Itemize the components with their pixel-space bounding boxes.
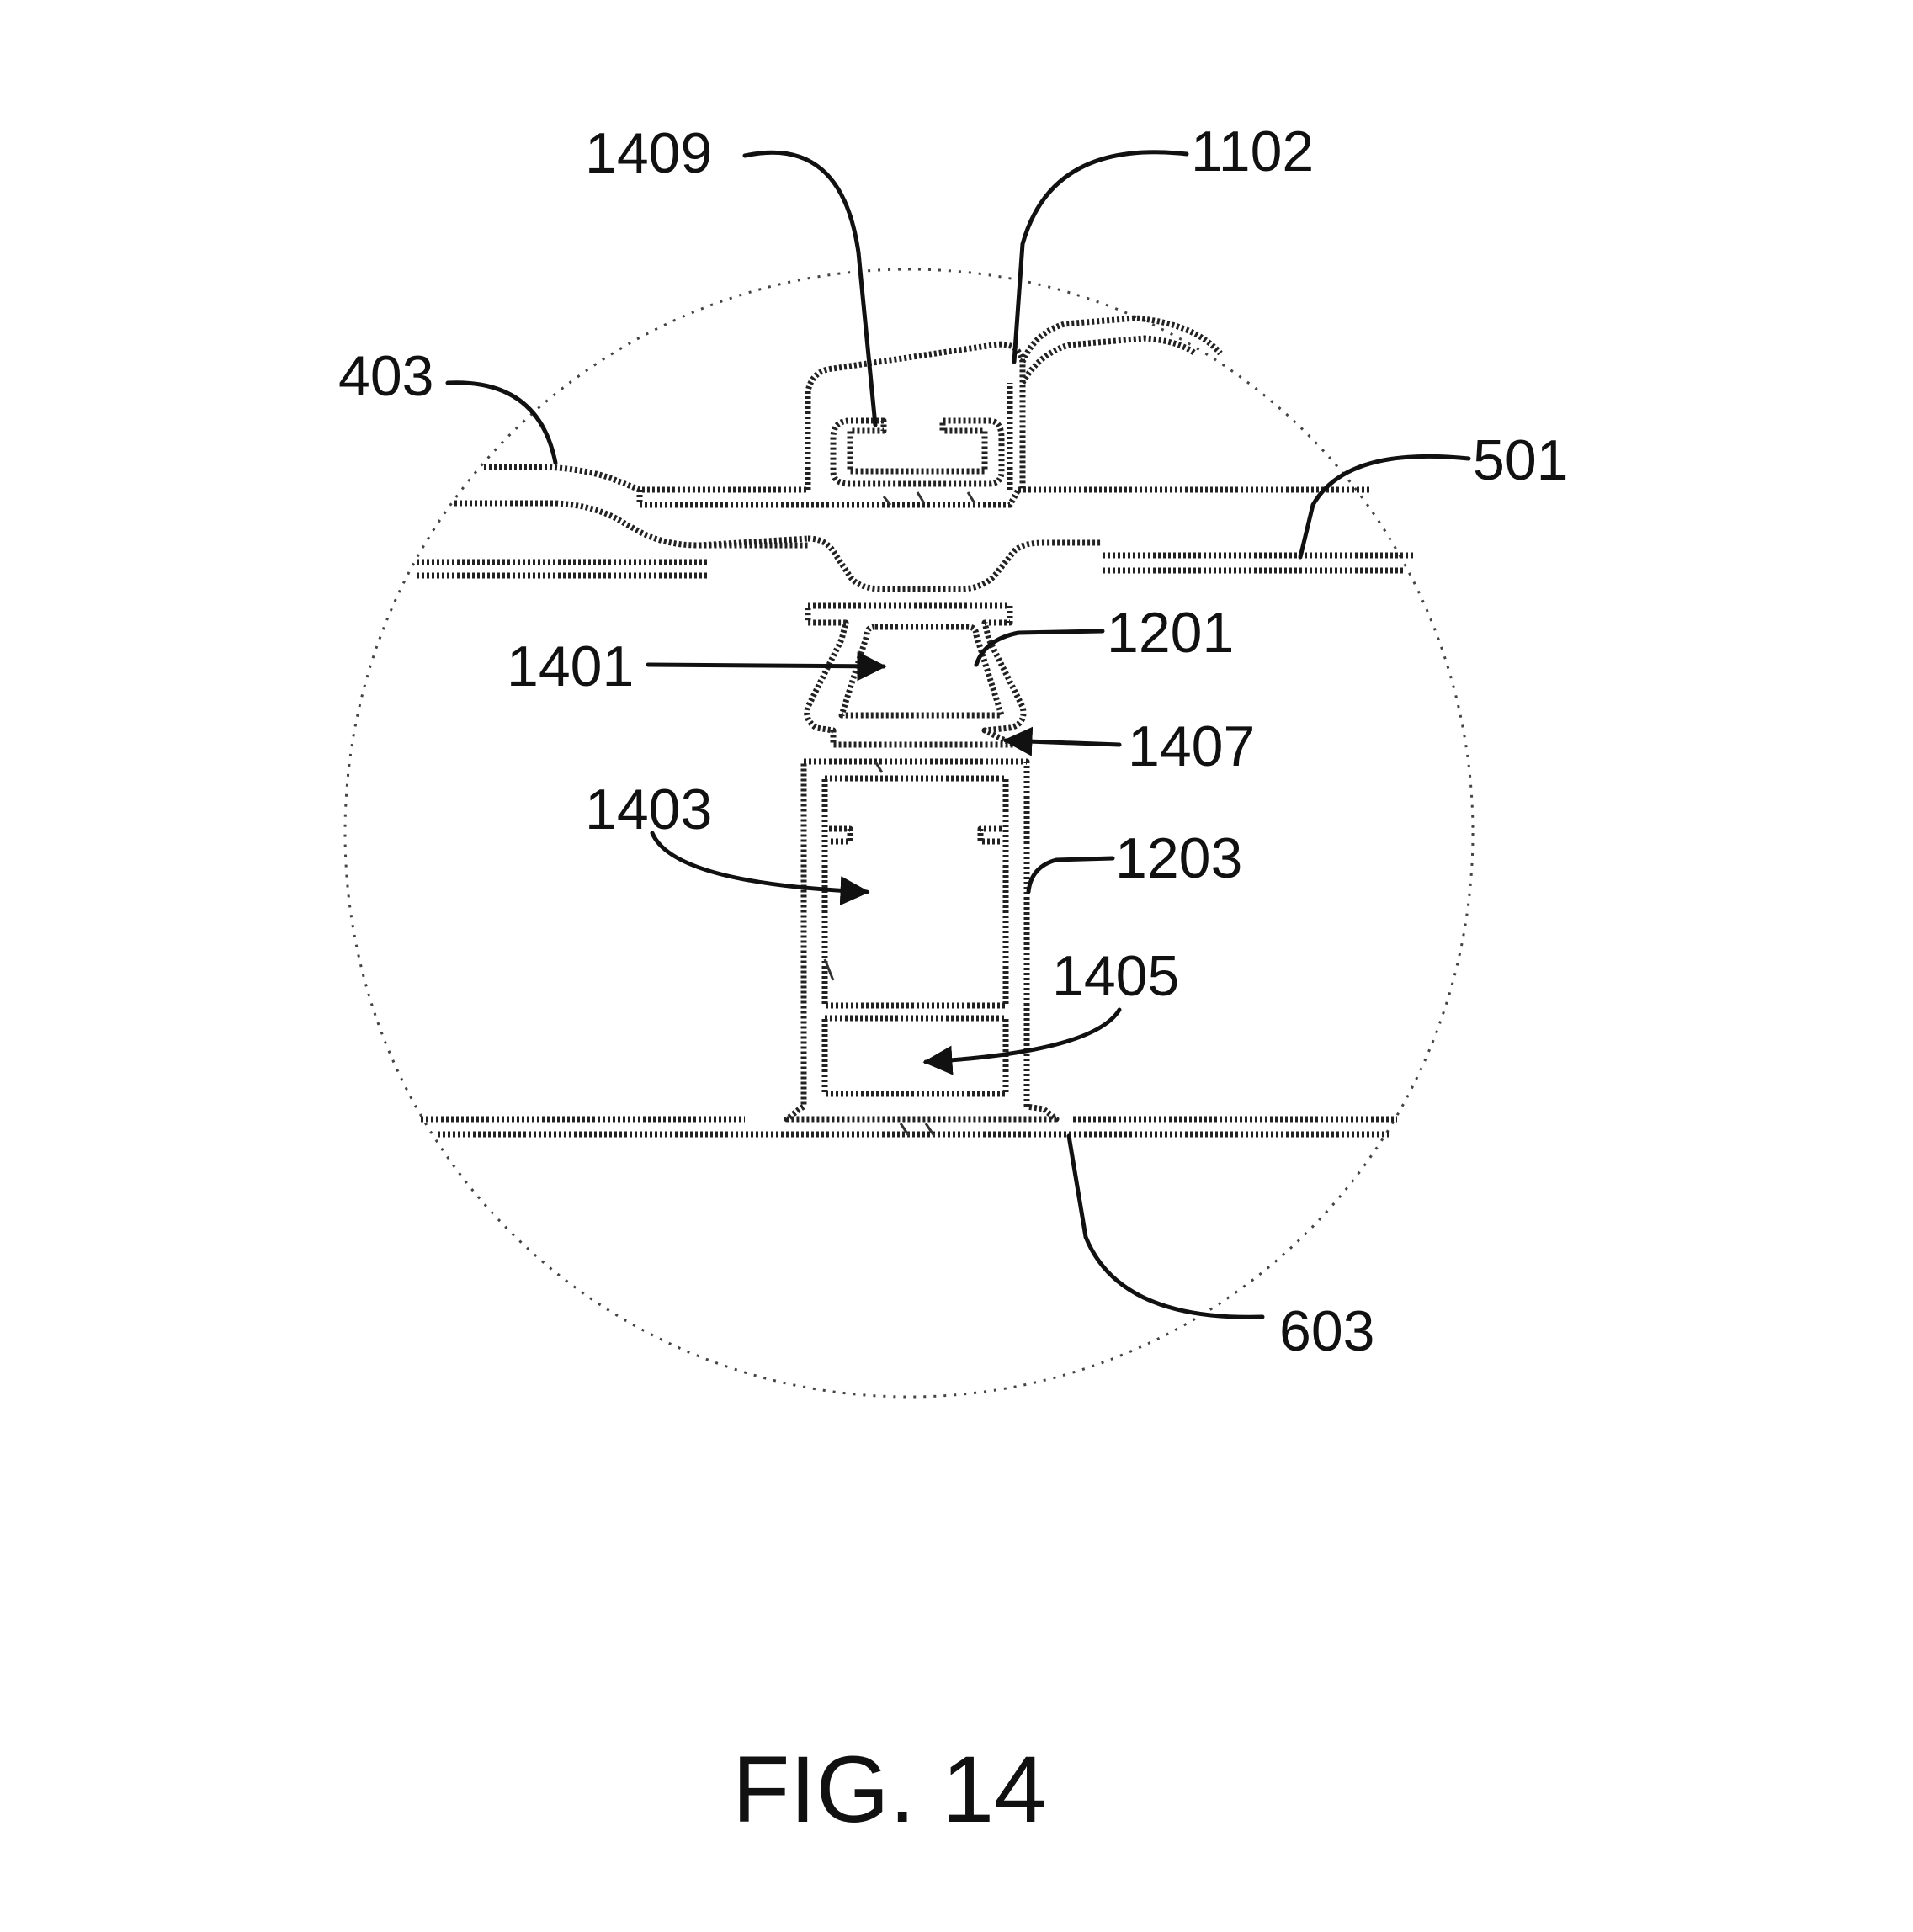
c-channel-1409 [830,417,1005,487]
leader-501 [1298,454,1471,560]
label-1407: 1407 [1128,714,1255,778]
leader-1409 [742,150,878,427]
clamp-cap-1102 [636,315,1223,592]
upper-extrusion-1201 [804,602,1027,748]
label-1403: 1403 [585,778,712,841]
label-1409: 1409 [585,121,712,185]
label-1405: 1405 [1052,944,1179,1008]
panel-501 [417,486,1414,579]
leader-lines [445,150,1471,1319]
arrow-1401 [646,651,887,682]
detail-view-circle [343,268,1475,1399]
label-1401: 1401 [507,634,634,698]
label-403: 403 [338,344,433,408]
arrow-1403 [650,831,870,906]
label-501: 501 [1473,428,1568,492]
figure-caption: FIG. 14 [732,1737,1046,1842]
panel-603 [421,1116,1397,1138]
arrow-1407 [1002,726,1122,756]
label-1203: 1203 [1115,826,1242,890]
arrows [646,651,1122,1075]
arrow-1405 [922,1007,1122,1075]
label-1102: 1102 [1191,119,1314,183]
lower-extrusion-1203 [784,758,1060,1123]
label-603: 603 [1279,1299,1374,1363]
leader-1102 [1012,150,1189,364]
leader-1201 [974,629,1105,667]
leader-1203 [1026,856,1115,894]
leader-403 [445,380,558,465]
roof-panel-403 [454,464,808,549]
label-1201: 1201 [1107,601,1234,665]
leader-603 [1066,1133,1265,1319]
